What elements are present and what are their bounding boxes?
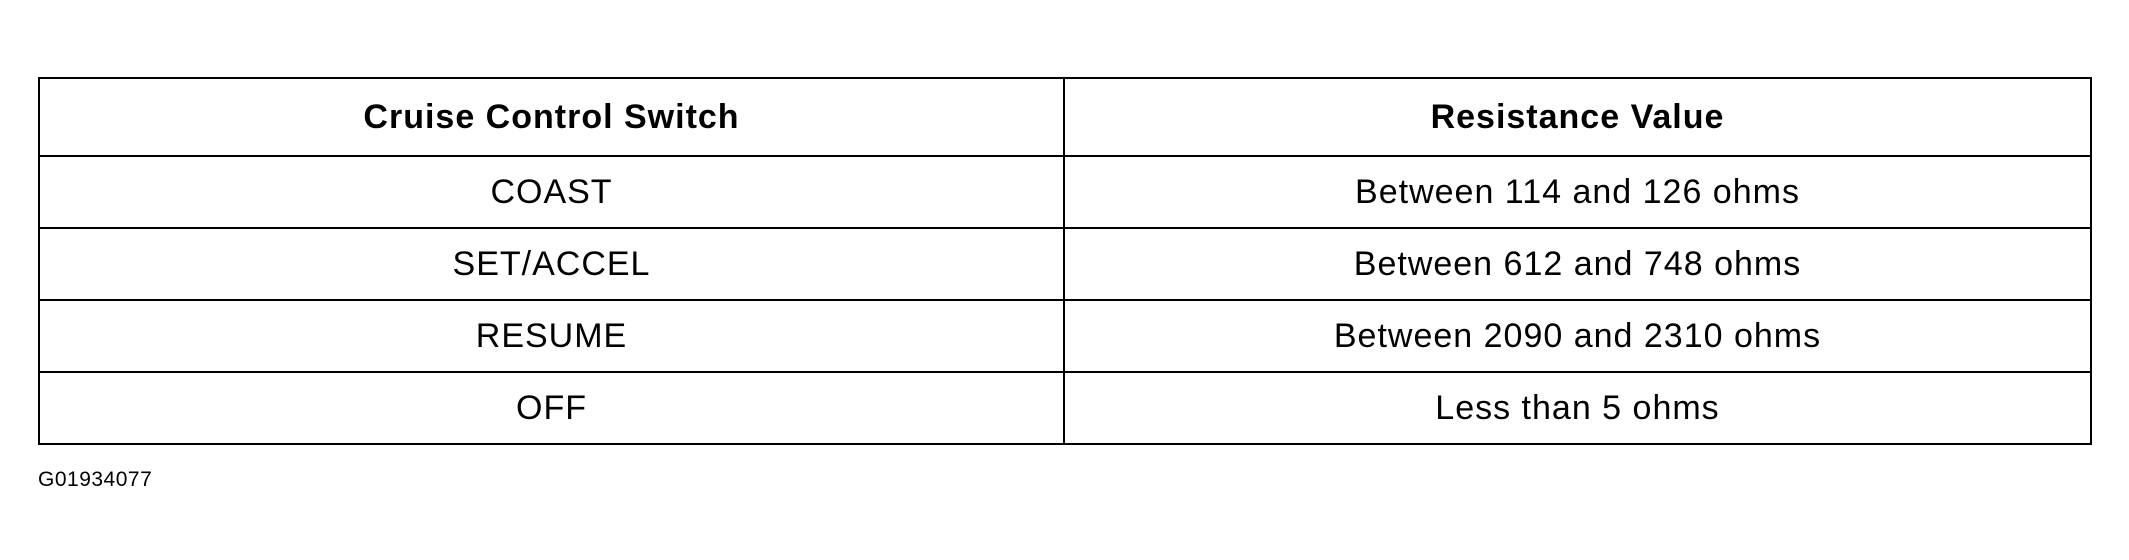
table-row: OFF Less than 5 ohms [38,371,2092,445]
column-header-resistance: Resistance Value [1063,77,2092,157]
table-row: COAST Between 114 and 126 ohms [38,155,2092,229]
table-row: SET/ACCEL Between 612 and 748 ohms [38,227,2092,301]
switch-cell: RESUME [38,299,1065,373]
resistance-cell: Less than 5 ohms [1063,371,2092,445]
cruise-control-resistance-table: Cruise Control Switch Resistance Value C… [38,77,2092,445]
switch-cell: OFF [38,371,1065,445]
figure-code: G01934077 [38,468,153,491]
table-body: COAST Between 114 and 126 ohms SET/ACCEL… [38,155,2092,445]
switch-cell: COAST [38,155,1065,229]
resistance-cell: Between 612 and 748 ohms [1063,227,2092,301]
resistance-cell: Between 114 and 126 ohms [1063,155,2092,229]
column-header-switch: Cruise Control Switch [38,77,1065,157]
switch-cell: SET/ACCEL [38,227,1065,301]
table-row: RESUME Between 2090 and 2310 ohms [38,299,2092,373]
table-header: Cruise Control Switch Resistance Value [38,77,2092,157]
table-header-row: Cruise Control Switch Resistance Value [38,77,2092,157]
resistance-cell: Between 2090 and 2310 ohms [1063,299,2092,373]
